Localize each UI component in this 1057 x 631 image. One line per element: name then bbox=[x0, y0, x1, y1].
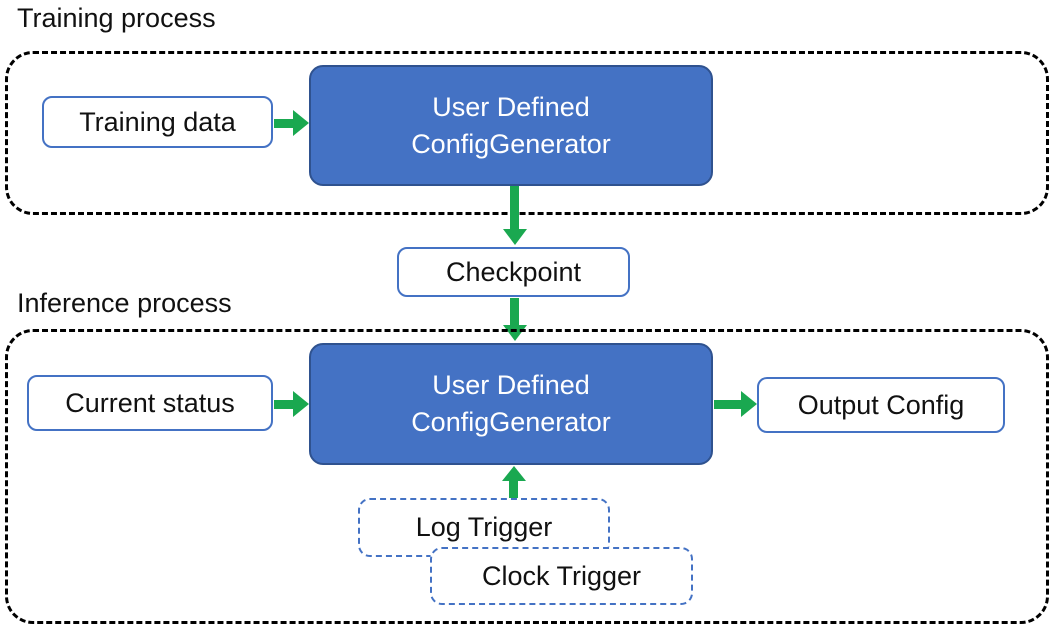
connector-generator-to-output-config bbox=[714, 391, 757, 417]
arrow-shaft bbox=[509, 481, 518, 498]
connector-triggers-to-generator bbox=[501, 466, 526, 498]
training-generator-node: User Defined ConfigGenerator bbox=[309, 65, 713, 186]
arrow-up-head bbox=[501, 466, 526, 481]
current-status-box: Current status bbox=[27, 375, 273, 431]
arrow-down-head bbox=[502, 229, 527, 245]
clock-trigger-label: Clock Trigger bbox=[481, 560, 642, 591]
output-config-label: Output Config bbox=[797, 389, 965, 420]
inference-generator-node: User Defined ConfigGenerator bbox=[309, 343, 713, 465]
inference-generator-line2: ConfigGenerator bbox=[411, 407, 611, 437]
training-process-container bbox=[5, 51, 1049, 215]
connector-generator-to-checkpoint bbox=[502, 186, 527, 245]
arrow-shaft bbox=[274, 118, 293, 128]
arrow-shaft bbox=[714, 399, 741, 409]
checkpoint-label: Checkpoint bbox=[445, 256, 582, 287]
clock-trigger-box: Clock Trigger bbox=[430, 547, 693, 605]
arrow-shaft bbox=[274, 399, 293, 409]
inference-process-label: Inference process bbox=[17, 288, 232, 318]
training-data-box: Training data bbox=[42, 96, 273, 148]
output-config-box: Output Config bbox=[757, 377, 1005, 433]
arrow-right-head bbox=[293, 110, 309, 136]
training-generator-line1: User Defined bbox=[432, 91, 590, 122]
connector-current-status-to-generator bbox=[274, 391, 309, 417]
inference-generator-line1: User Defined bbox=[432, 370, 590, 400]
inference-process-container bbox=[5, 329, 1049, 624]
current-status-label: Current status bbox=[65, 387, 235, 418]
checkpoint-box: Checkpoint bbox=[397, 247, 630, 297]
connector-training-data-to-generator bbox=[274, 110, 309, 136]
arrow-shaft bbox=[510, 298, 519, 325]
training-data-label: Training data bbox=[79, 106, 236, 137]
training-generator-line2: ConfigGenerator bbox=[411, 128, 611, 159]
log-trigger-label: Log Trigger bbox=[415, 512, 553, 542]
arrow-right-head bbox=[741, 391, 757, 417]
arrow-shaft bbox=[510, 186, 519, 229]
arrow-right-head bbox=[293, 391, 309, 417]
training-process-label: Training process bbox=[17, 3, 216, 33]
